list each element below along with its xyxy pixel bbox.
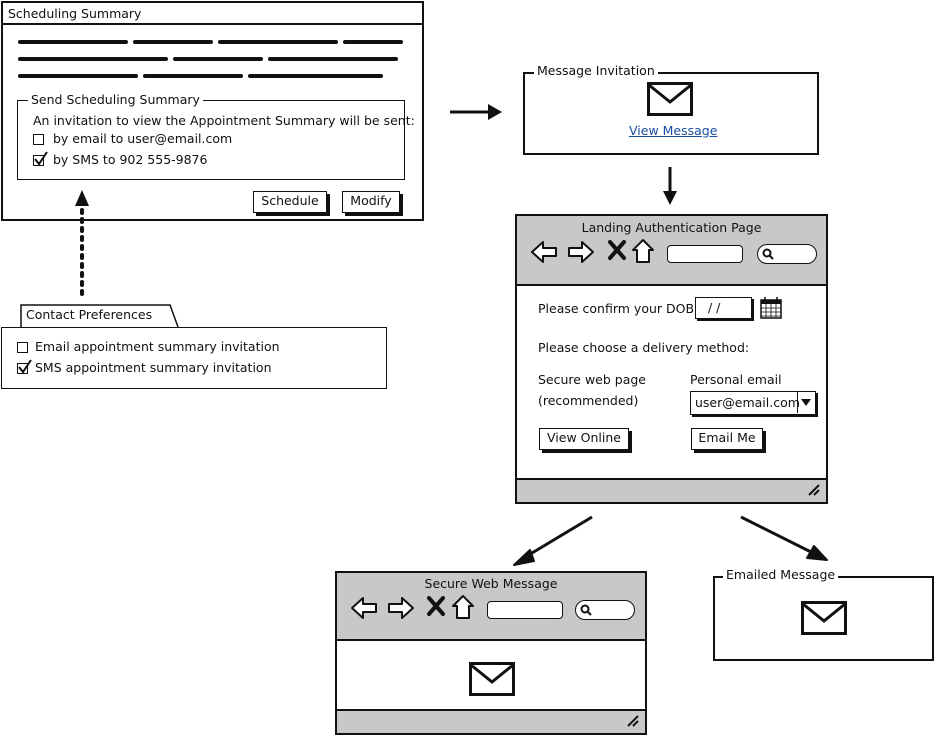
forward-arrow-icon[interactable] <box>567 240 595 264</box>
view-online-button[interactable]: View Online <box>539 428 629 450</box>
landing-browser-toolbar: Landing Authentication Page <box>517 216 826 286</box>
address-bar[interactable] <box>487 601 563 619</box>
stop-icon[interactable] <box>427 596 445 616</box>
dob-label: Please confirm your DOB: <box>538 301 699 316</box>
email-checkbox[interactable] <box>33 134 44 145</box>
send-scheduling-summary-group <box>17 100 405 180</box>
landing-browser-statusbar <box>517 478 826 502</box>
envelope-icon <box>469 662 515 696</box>
emailed-message-label: Emailed Message <box>723 568 839 582</box>
dotted-arrow-up-icon <box>75 190 89 296</box>
forward-arrow-icon[interactable] <box>387 596 415 620</box>
dob-input[interactable]: / / <box>695 297 752 319</box>
arrow-right-icon <box>450 104 502 120</box>
envelope-icon <box>801 601 847 635</box>
sms-option-label: by SMS to 902 555-9876 <box>53 152 208 167</box>
message-invitation-group <box>523 72 819 155</box>
secure-web-message-window: Secure Web Message <box>335 571 647 735</box>
address-bar[interactable] <box>667 245 743 263</box>
personal-email-label: Personal email <box>690 372 782 387</box>
invitation-intro-text: An invitation to view the Appointment Su… <box>33 113 415 128</box>
email-select-value: user@email.com <box>695 395 800 410</box>
email-me-button[interactable]: Email Me <box>691 428 763 450</box>
email-select[interactable]: user@email.com <box>690 391 816 415</box>
contact-preferences-tab-shape <box>20 304 179 328</box>
secure-recommended-label: (recommended) <box>538 393 639 408</box>
secure-browser-statusbar <box>337 709 645 733</box>
checkmark-icon <box>18 359 32 374</box>
email-invitation-label: Email appointment summary invitation <box>35 339 280 354</box>
sms-invitation-label: SMS appointment summary invitation <box>35 360 272 375</box>
back-arrow-icon[interactable] <box>530 240 558 264</box>
send-scheduling-summary-label: Send Scheduling Summary <box>28 93 203 107</box>
arrow-down-icon <box>663 167 677 205</box>
landing-authentication-window: Landing Authentication Page Please confi… <box>515 214 828 504</box>
scheduling-summary-window: Scheduling Summary Send Scheduling Summa… <box>1 1 424 221</box>
back-arrow-icon[interactable] <box>350 596 378 620</box>
checkmark-icon <box>34 151 48 166</box>
search-bar[interactable] <box>757 244 817 264</box>
delivery-method-label: Please choose a delivery method: <box>538 340 750 355</box>
envelope-icon <box>647 82 693 116</box>
modify-button[interactable]: Modify <box>342 191 400 213</box>
message-invitation-label: Message Invitation <box>534 64 658 78</box>
email-option-label: by email to user@email.com <box>53 131 233 146</box>
secure-web-message-title: Secure Web Message <box>424 576 558 591</box>
stop-icon[interactable] <box>608 240 626 260</box>
email-invitation-checkbox[interactable] <box>17 342 28 353</box>
scheduling-summary-titlebar: Scheduling Summary <box>3 3 422 25</box>
scheduling-summary-title: Scheduling Summary <box>8 6 142 21</box>
search-icon <box>580 604 592 616</box>
sms-checkbox[interactable] <box>33 151 48 166</box>
secure-web-page-label: Secure web page <box>538 372 646 387</box>
schedule-button[interactable]: Schedule <box>253 191 327 213</box>
contact-preferences-tab-label[interactable]: Contact Preferences <box>26 307 153 322</box>
resize-grip-icon[interactable] <box>626 715 640 727</box>
home-icon[interactable] <box>451 594 475 620</box>
email-select-toggle[interactable] <box>797 392 815 413</box>
view-message-link[interactable]: View Message <box>629 123 718 138</box>
resize-grip-icon[interactable] <box>807 484 821 496</box>
arrow-down-left-icon <box>513 515 593 566</box>
sms-invitation-checkbox[interactable] <box>17 359 32 374</box>
home-icon[interactable] <box>631 238 655 264</box>
dob-input-value: / / <box>708 300 721 315</box>
chevron-down-icon <box>801 399 811 406</box>
search-bar[interactable] <box>575 600 635 620</box>
calendar-icon[interactable] <box>760 297 782 319</box>
secure-browser-toolbar: Secure Web Message <box>337 573 645 641</box>
arrow-down-right-icon <box>740 515 828 561</box>
landing-page-title: Landing Authentication Page <box>581 220 762 235</box>
search-icon <box>762 248 774 260</box>
contact-preferences-panel <box>1 327 387 389</box>
